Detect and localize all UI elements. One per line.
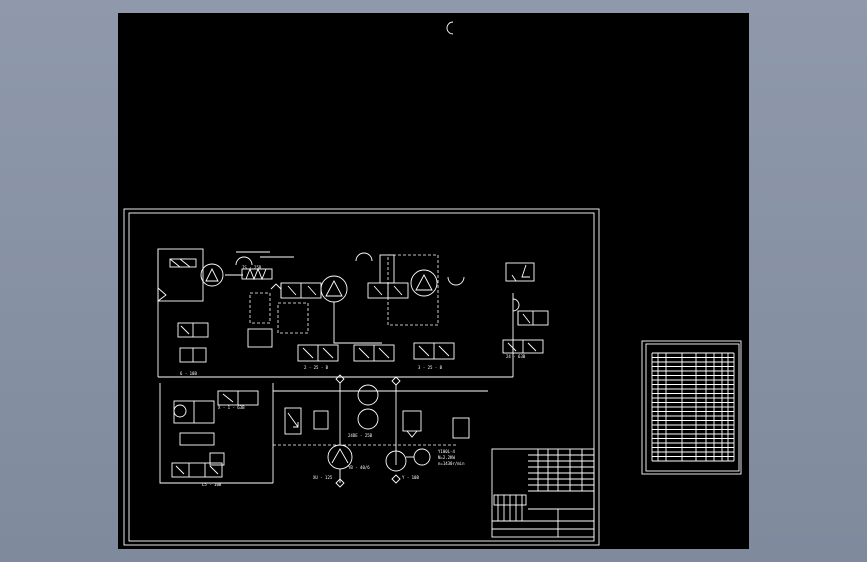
hydraulic-motor-1: [200, 263, 224, 287]
component-label: YB - 40/6: [348, 465, 370, 470]
motor-note: n=1430r/min: [438, 461, 465, 466]
motor-note: Y100L-4: [438, 449, 455, 454]
motor-m: [413, 448, 431, 466]
hydraulic-motor-2: [320, 275, 348, 303]
component-label: L5 - 10B: [202, 482, 222, 487]
lower-pump-circuit: 24DE - 25B YB - 40/6 XU - 125 Y - 10B Y1…: [273, 374, 488, 488]
component-label: X - 1 - 63B: [218, 405, 245, 410]
component-label: 24DE - 25B: [348, 433, 373, 438]
hydraulic-motor-3: [410, 269, 438, 297]
cursor-icon: [446, 21, 454, 35]
parts-table: [651, 352, 735, 462]
component-label: 2 - 25 - B: [304, 365, 329, 370]
component-label: IS - 25B: [242, 265, 262, 270]
component-label: 3 - 25 - B: [418, 365, 443, 370]
parts-list-sheet: [641, 340, 742, 475]
component-label: XU - 125: [313, 475, 333, 480]
relief-valve-1: [284, 407, 302, 435]
valve-block-1: [157, 248, 204, 302]
filter-valve: [402, 410, 422, 432]
title-block: [491, 448, 595, 538]
relief-valve-right: [505, 262, 535, 282]
sheet-outer-border: [123, 208, 600, 546]
hydraulic-schematic: 6 - 10B 2 - 25 - B 3 - 25 - B 24 - 63B I…: [123, 21, 742, 546]
sheet-inner-border: [128, 212, 595, 542]
component-label: 24 - 63B: [506, 354, 526, 359]
motor-note: N=2.2KW: [438, 455, 455, 460]
drawing-viewport[interactable]: 6 - 10B 2 - 25 - B 3 - 25 - B 24 - 63B I…: [118, 13, 749, 549]
component-label: Y - 10B: [402, 475, 419, 480]
component-label: 6 - 10B: [180, 371, 197, 376]
second-pump: [385, 450, 407, 472]
pressure-gauge: [357, 384, 379, 406]
valve-stack-middle: [177, 292, 455, 363]
upper-circuit: 6 - 10B 2 - 25 - B 3 - 25 - B 24 - 63B I…: [157, 248, 549, 378]
relief-valve-2: [313, 410, 329, 430]
lower-left-circuit: L5 - 10B X - 1 - 63B: [159, 383, 274, 487]
